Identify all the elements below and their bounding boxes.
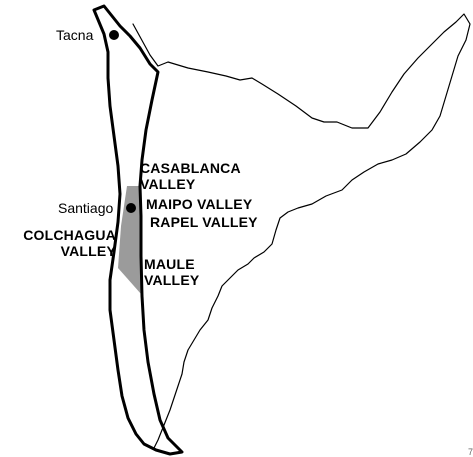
wine-region-highlight (118, 186, 141, 294)
image-credit: 7 (467, 447, 473, 457)
valley-label-colchagua-line1: COLCHAGUA (23, 227, 116, 243)
city-label-santiago: Santiago (58, 200, 114, 216)
tacna-marker (109, 30, 119, 40)
valley-label-maule: MAULE VALLEY (144, 256, 199, 288)
valley-label-rapel: RAPEL VALLEY (150, 214, 258, 230)
valley-label-casablanca-line1: CASABLANCA (140, 160, 241, 176)
santiago-marker (126, 203, 136, 213)
valley-label-casablanca-line2: VALLEY (140, 176, 196, 192)
city-label-tacna: Tacna (56, 27, 94, 43)
valley-label-colchagua-line2: VALLEY (60, 243, 116, 259)
chile-outline (92, 4, 184, 456)
valley-label-maule-line2: VALLEY (144, 272, 200, 288)
valley-label-casablanca: CASABLANCA VALLEY (140, 160, 241, 192)
valley-label-maule-line1: MAULE (144, 256, 195, 272)
valley-label-maipo: MAIPO VALLEY (146, 196, 253, 212)
east-coastline (132, 13, 471, 449)
valley-label-colchagua: COLCHAGUA VALLEY (12, 227, 116, 259)
